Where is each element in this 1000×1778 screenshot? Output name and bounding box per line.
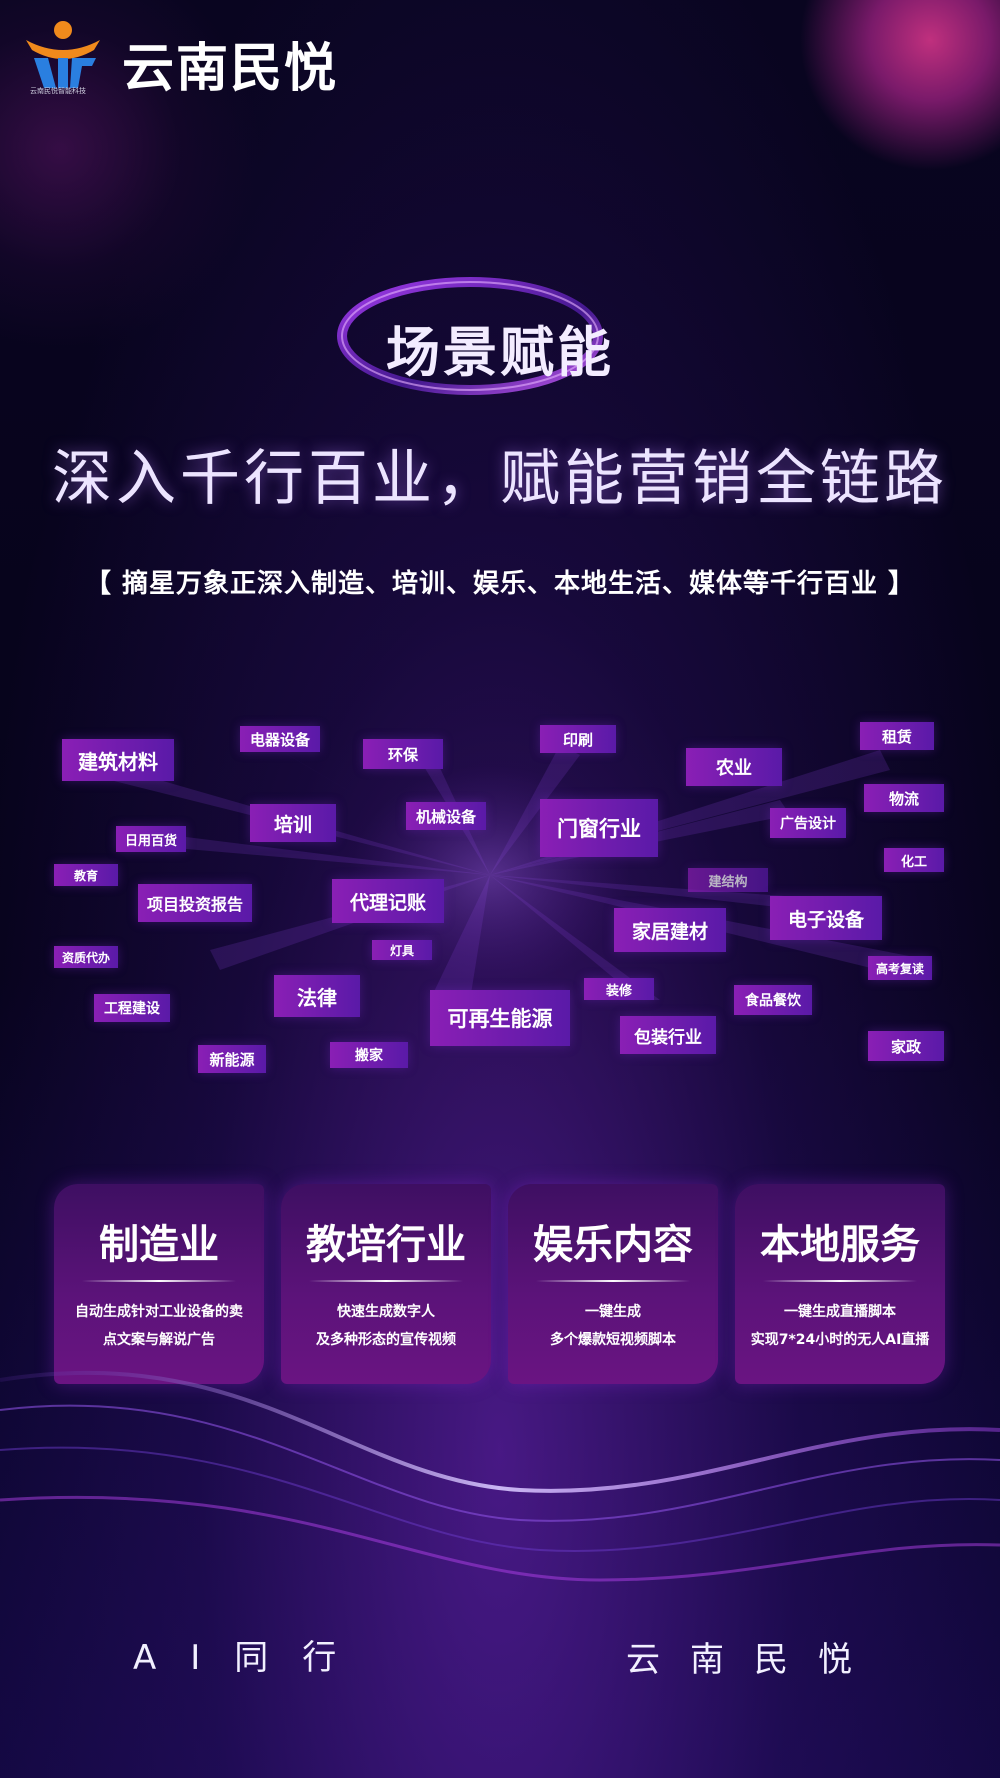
tag-guanggao-sheji: 广告设计 bbox=[770, 808, 846, 838]
tag-xin-nengyuan: 新能源 bbox=[198, 1045, 266, 1073]
tag-jiazheng: 家政 bbox=[868, 1031, 944, 1061]
tag-huanbao: 环保 bbox=[363, 739, 443, 769]
tag-zizhi-daiban: 资质代办 bbox=[54, 946, 118, 968]
card-desc-line: 及多种形态的宣传视频 bbox=[316, 1332, 456, 1348]
glow-ring-decoration bbox=[337, 277, 603, 395]
card-title: 娱乐内容 bbox=[533, 1222, 693, 1268]
brand-name: 云南民悦 bbox=[122, 39, 339, 99]
tag-gaokao-fudu: 高考复读 bbox=[868, 956, 932, 980]
card-description: 一键生成直播脚本 实现7*24小时的无人AI直播 bbox=[743, 1298, 937, 1354]
logo-caption: 云南民悦智能科技 bbox=[30, 87, 86, 95]
card-divider bbox=[536, 1280, 690, 1282]
tag-jian-jiegou: 建结构 bbox=[688, 868, 768, 892]
tag-riyong-baihuo: 日用百货 bbox=[116, 826, 186, 852]
tag-jiaoyu: 教育 bbox=[54, 864, 118, 886]
tag-yinshua: 印刷 bbox=[540, 725, 616, 753]
industry-card-local-service: 本地服务 一键生成直播脚本 实现7*24小时的无人AI直播 bbox=[735, 1184, 945, 1384]
tag-kezaisheng-nengyuan: 可再生能源 bbox=[430, 990, 570, 1046]
tag-gongcheng-jianshe: 工程建设 bbox=[94, 994, 170, 1022]
card-desc-line: 快速生成数字人 bbox=[337, 1304, 435, 1320]
card-title: 制造业 bbox=[99, 1222, 219, 1268]
card-divider bbox=[82, 1280, 236, 1282]
tag-wuliu: 物流 bbox=[864, 784, 944, 812]
card-title: 教培行业 bbox=[306, 1222, 466, 1268]
card-desc-line: 实现7*24小时的无人AI直播 bbox=[750, 1332, 930, 1348]
card-divider bbox=[763, 1280, 917, 1282]
footer-slogan: AI同行 bbox=[133, 1638, 371, 1678]
tag-jianzhu-cailiao: 建筑材料 bbox=[62, 739, 174, 781]
card-desc-line: 一键生成 bbox=[585, 1304, 641, 1320]
card-description: 自动生成针对工业设备的卖 点文案与解说广告 bbox=[62, 1298, 256, 1354]
tag-banjia: 搬家 bbox=[330, 1042, 408, 1068]
card-desc-line: 自动生成针对工业设备的卖 bbox=[75, 1304, 243, 1320]
tag-huagong: 化工 bbox=[884, 848, 944, 872]
card-desc-line: 点文案与解说广告 bbox=[103, 1332, 215, 1348]
tag-dengju: 灯具 bbox=[372, 940, 432, 960]
tag-zulin: 租赁 bbox=[860, 722, 934, 750]
footer-brand: 云南民悦 bbox=[626, 1640, 882, 1680]
card-title: 本地服务 bbox=[760, 1222, 920, 1268]
tag-menchuang-hangye: 门窗行业 bbox=[540, 799, 658, 857]
tagline: 深入千行百业，赋能营销全链路 bbox=[52, 444, 948, 514]
tag-jixie-shebei: 机械设备 bbox=[406, 802, 486, 830]
wave-decoration bbox=[0, 1370, 1000, 1582]
card-desc-line: 一键生成直播脚本 bbox=[784, 1304, 896, 1320]
tag-nongye: 农业 bbox=[686, 748, 782, 786]
tag-falv: 法律 bbox=[274, 975, 360, 1017]
section-title: 场景赋能 bbox=[386, 321, 614, 384]
tag-dianqi-shebei: 电器设备 bbox=[240, 726, 320, 752]
subtitle: 【 摘星万象正深入制造、培训、娱乐、本地生活、媒体等千行百业 】 bbox=[84, 569, 916, 599]
tag-xiangmu-touzi-baogao: 项目投资报告 bbox=[138, 884, 252, 922]
card-divider bbox=[309, 1280, 463, 1282]
card-description: 快速生成数字人 及多种形态的宣传视频 bbox=[289, 1298, 483, 1354]
industry-card-entertainment: 娱乐内容 一键生成 多个爆款短视频脚本 bbox=[508, 1184, 718, 1384]
company-logo-icon bbox=[26, 21, 100, 88]
tag-dianzi-shebei: 电子设备 bbox=[770, 896, 882, 940]
tag-jiaju-jiancai: 家居建材 bbox=[614, 908, 726, 952]
card-desc-line: 多个爆款短视频脚本 bbox=[550, 1332, 676, 1348]
tag-daili-jizhang: 代理记账 bbox=[332, 879, 444, 923]
tag-peixun: 培训 bbox=[250, 804, 336, 842]
card-description: 一键生成 多个爆款短视频脚本 bbox=[516, 1298, 710, 1354]
tag-shipin-canyin: 食品餐饮 bbox=[734, 985, 812, 1015]
industry-card-education: 教培行业 快速生成数字人 及多种形态的宣传视频 bbox=[281, 1184, 491, 1384]
tag-zhuangxiu: 装修 bbox=[584, 978, 654, 1000]
industry-card-manufacturing: 制造业 自动生成针对工业设备的卖 点文案与解说广告 bbox=[54, 1184, 264, 1384]
tag-baozhuang-hangye: 包装行业 bbox=[620, 1016, 716, 1054]
